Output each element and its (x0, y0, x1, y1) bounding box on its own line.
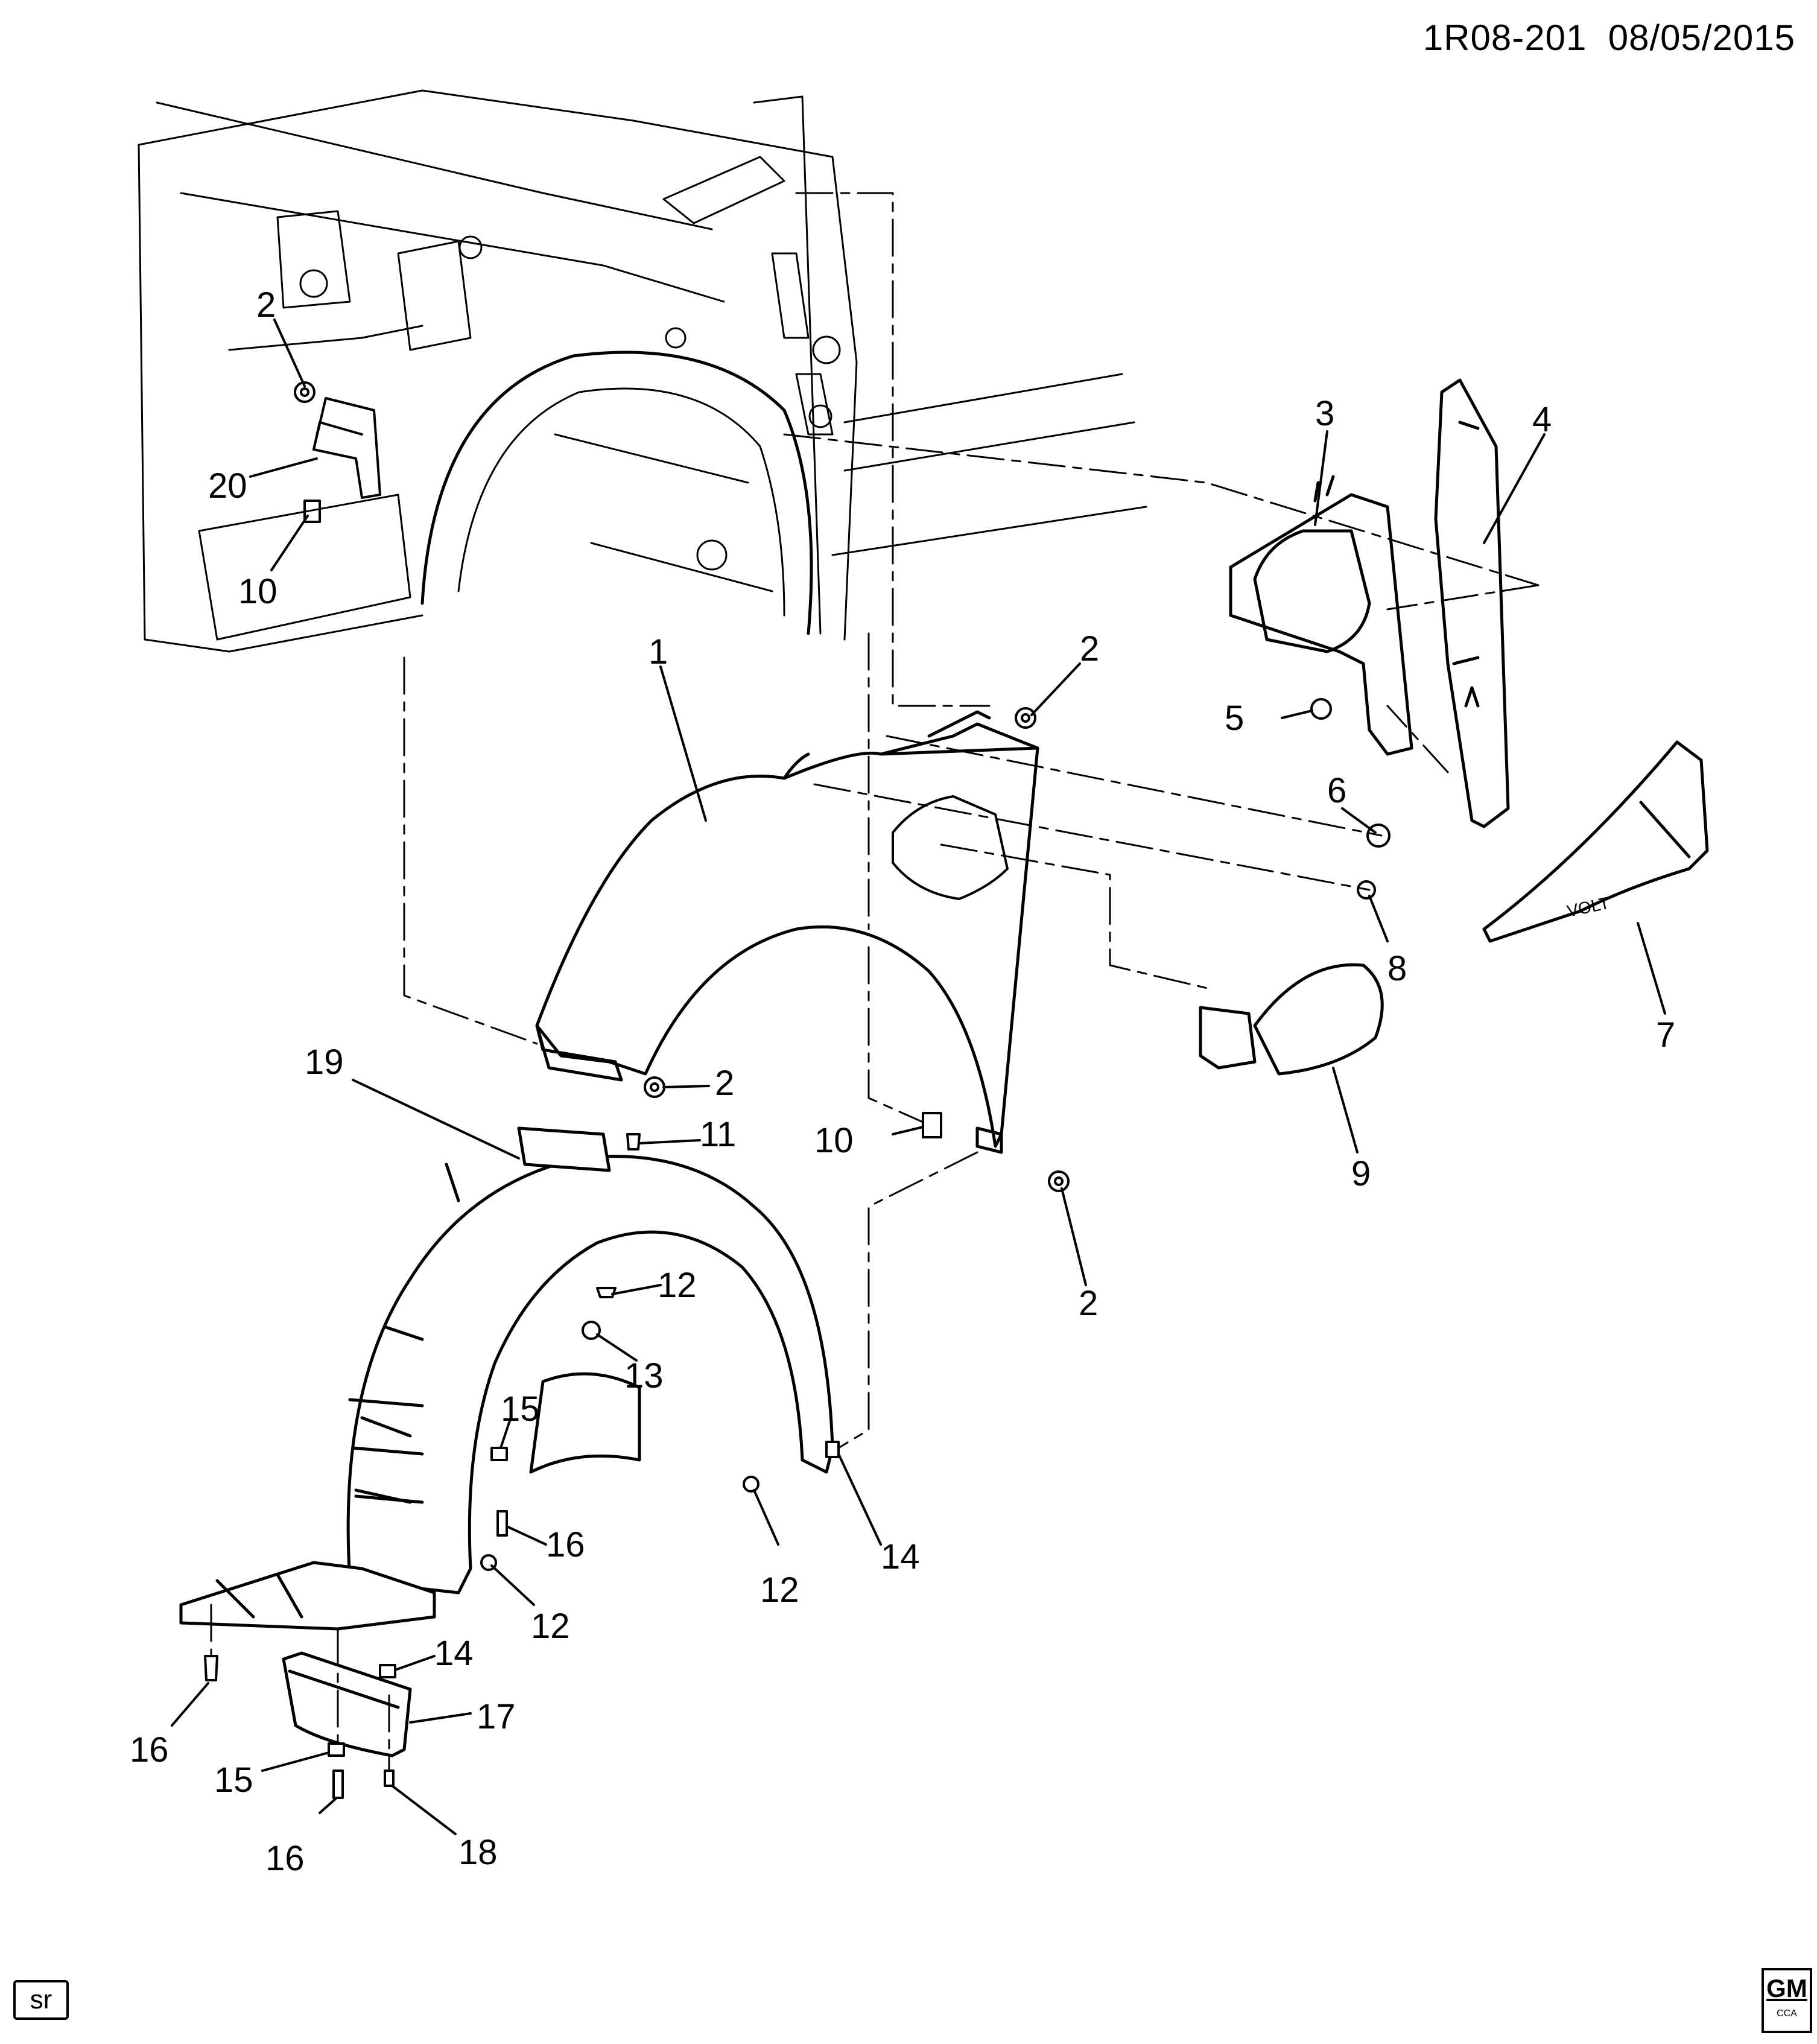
callout-20: 20 (208, 466, 247, 506)
part-16-bolt-mid (496, 1510, 508, 1537)
callout-17: 17 (477, 1697, 516, 1736)
callout-15-lower: 15 (214, 1760, 253, 1800)
body-structure (138, 89, 1147, 653)
part-3-fuel-door-housing (1229, 475, 1413, 756)
part-12-pushpin-right (743, 1476, 759, 1493)
diagram-header: 1R08-201 08/05/2015 (1423, 17, 1795, 59)
callout-16-lower: 16 (265, 1839, 305, 1878)
part-13-nut (582, 1321, 601, 1340)
callout-7: 7 (1656, 1015, 1675, 1055)
part-16-bolt-lower (332, 1769, 344, 1799)
gm-logo: GM CCA (1762, 1968, 1812, 2033)
part-15-nut-mid (490, 1447, 508, 1461)
callout-15-mid: 15 (501, 1389, 540, 1429)
callout-labels: 1 2 2 2 2 3 4 5 6 7 8 9 10 10 11 12 12 1… (130, 285, 1675, 1878)
callout-2-fender-front: 2 (715, 1064, 734, 1103)
diagram-date: 08/05/2015 (1608, 17, 1795, 58)
part-4-panel (1434, 378, 1510, 828)
part-12-pushpin-upper (596, 1287, 617, 1298)
part-2-nut-fender-front (644, 1076, 665, 1098)
part-7-molding: VOLT (1482, 740, 1709, 943)
callout-11: 11 (700, 1115, 736, 1154)
part-20-bracket (312, 397, 381, 499)
callout-9: 9 (1351, 1154, 1371, 1193)
gm-logo-text: GM (1766, 1974, 1807, 2002)
part-18-screw (384, 1769, 395, 1787)
callout-12-upper: 12 (658, 1266, 697, 1305)
part-2-nut-upper-left (294, 381, 316, 403)
part-5-nut (1310, 698, 1332, 720)
callout-14-lower: 14 (434, 1634, 474, 1673)
callout-6: 6 (1327, 771, 1346, 810)
sr-label: sr (30, 1985, 52, 2014)
callout-16-mid: 16 (546, 1525, 585, 1564)
callout-18: 18 (458, 1833, 498, 1872)
part-10-clip-lower (922, 1112, 942, 1138)
callout-5: 5 (1225, 699, 1244, 738)
callout-16-lower-left: 16 (130, 1730, 169, 1769)
callout-14-right: 14 (881, 1537, 920, 1576)
callout-leader-lines (171, 319, 1666, 1835)
part-17-shield (282, 1651, 412, 1757)
part-2-nut-fender-rear (1048, 1170, 1070, 1192)
gm-logo-subtext: CCA (1777, 2008, 1797, 2019)
part-19-wheelhouse-liner (179, 1126, 834, 1631)
callout-2-fender-rear: 2 (1079, 1284, 1098, 1323)
part-10-clip-upper (303, 500, 321, 523)
part-16-bolt-lower-left (204, 1655, 218, 1681)
callout-4: 4 (1532, 400, 1552, 439)
body-wheel-arch (420, 351, 813, 635)
callout-12-right: 12 (760, 1570, 799, 1610)
callout-1: 1 (648, 632, 668, 671)
callout-2-upper-left: 2 (256, 285, 276, 325)
part-1-fender (535, 710, 1039, 1154)
part-14-nut-lower (379, 1664, 396, 1678)
fuel-door-opening (892, 795, 1009, 900)
part-9-fuel-door (1199, 963, 1384, 1076)
callout-10-lower: 10 (814, 1121, 854, 1160)
part-15-nut-lower (328, 1742, 345, 1757)
part-14-nut-right (825, 1441, 840, 1458)
callout-8: 8 (1387, 949, 1407, 988)
callout-2-fender-top: 2 (1080, 629, 1099, 668)
part-2-nut-fender-top (1015, 707, 1036, 729)
assembly-guide-lines (210, 192, 1540, 1772)
callout-3: 3 (1315, 394, 1334, 433)
callout-10-upper: 10 (238, 572, 277, 611)
diagram-code: 1R08-201 (1422, 17, 1587, 58)
part-11-clip (626, 1133, 641, 1151)
callout-19: 19 (305, 1043, 344, 1082)
sr-label-box: sr (13, 1980, 69, 2020)
callout-13: 13 (624, 1356, 664, 1395)
callout-12-left: 12 (531, 1607, 570, 1646)
